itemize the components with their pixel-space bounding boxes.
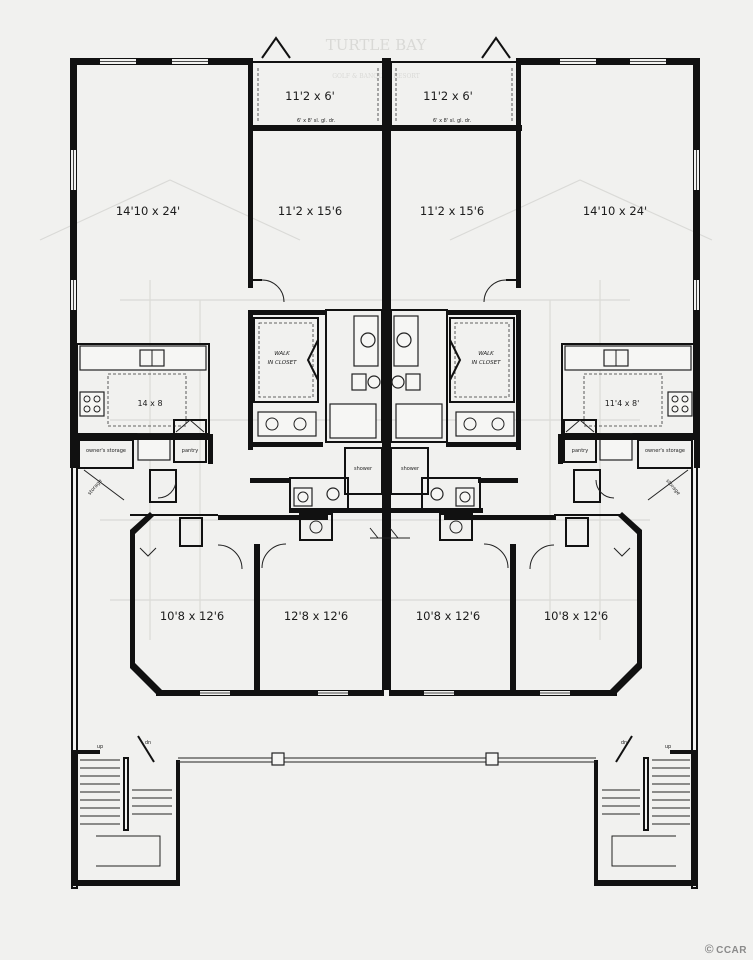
svg-text:IN CLOSET: IN CLOSET	[268, 360, 298, 366]
storage-row: owner's storage pantry pantry owner's st…	[70, 434, 700, 503]
master-walls	[248, 279, 521, 450]
bedroom-walls	[130, 512, 642, 696]
stair-right-dn: dn	[621, 740, 627, 746]
ccar-text: CCAR	[716, 945, 747, 956]
room-bedroom-4: 10'8 x 12'6	[544, 609, 608, 623]
label-owners-storage-left: owner's storage	[86, 448, 126, 454]
label-pantry-left: pantry	[182, 448, 198, 454]
master-baths	[257, 309, 515, 443]
hall-baths: shower shower	[248, 442, 521, 541]
room-right-porch: 11'2 x 6'	[423, 89, 473, 103]
stair-right-up: up	[665, 744, 671, 750]
label-shower-left: shower	[354, 466, 373, 472]
party-wall	[382, 58, 391, 690]
stair-right: up dn	[594, 437, 698, 889]
walk-in-closet-right: WALK IN CLOSET	[449, 317, 515, 403]
room-bedroom-2: 12'8 x 12'6	[284, 609, 348, 623]
label-owners-storage-right: owner's storage	[645, 448, 685, 454]
exterior-walls	[70, 58, 700, 438]
room-left-great-room: 14'10 x 24'	[116, 204, 180, 218]
room-right-master: 11'2 x 15'6	[420, 204, 484, 218]
label-shower-right: shower	[401, 466, 420, 472]
room-right-kitchen: 11'4 x 8'	[605, 399, 640, 408]
room-bedroom-1: 10'8 x 12'6	[160, 609, 224, 623]
watermark-brand: TURTLE BAY	[326, 36, 428, 54]
stair-left-dn: dn	[145, 740, 151, 746]
svg-text:IN CLOSET: IN CLOSET	[472, 360, 502, 366]
walkway	[178, 752, 596, 766]
svg-text:WALK: WALK	[478, 351, 494, 357]
room-left-kitchen: 14 x 8	[137, 399, 162, 408]
copyright-icon: ©	[704, 942, 715, 956]
room-right-great-room: 14'10 x 24'	[583, 204, 647, 218]
label-storage-left: storage	[87, 478, 104, 496]
watermark-tagline: GOLF & BANQUET RESORT	[332, 73, 420, 80]
walk-in-closet-left: WALK IN CLOSET	[253, 317, 319, 403]
label-slider-left: 6' x 8' sl. gl. dr.	[297, 118, 336, 124]
stair-left: up dn	[71, 437, 180, 889]
label-slider-right: 6' x 8' sl. gl. dr.	[433, 118, 472, 124]
kitchen-left	[76, 343, 210, 463]
stair-left-up: up	[97, 744, 103, 750]
room-left-master: 11'2 x 15'6	[278, 204, 342, 218]
ccar-credit: ©CCAR	[705, 942, 747, 956]
room-left-porch: 11'2 x 6'	[285, 89, 335, 103]
svg-text:WALK: WALK	[274, 351, 290, 357]
room-bedroom-3: 10'8 x 12'6	[416, 609, 480, 623]
label-pantry-right: pantry	[572, 448, 588, 454]
